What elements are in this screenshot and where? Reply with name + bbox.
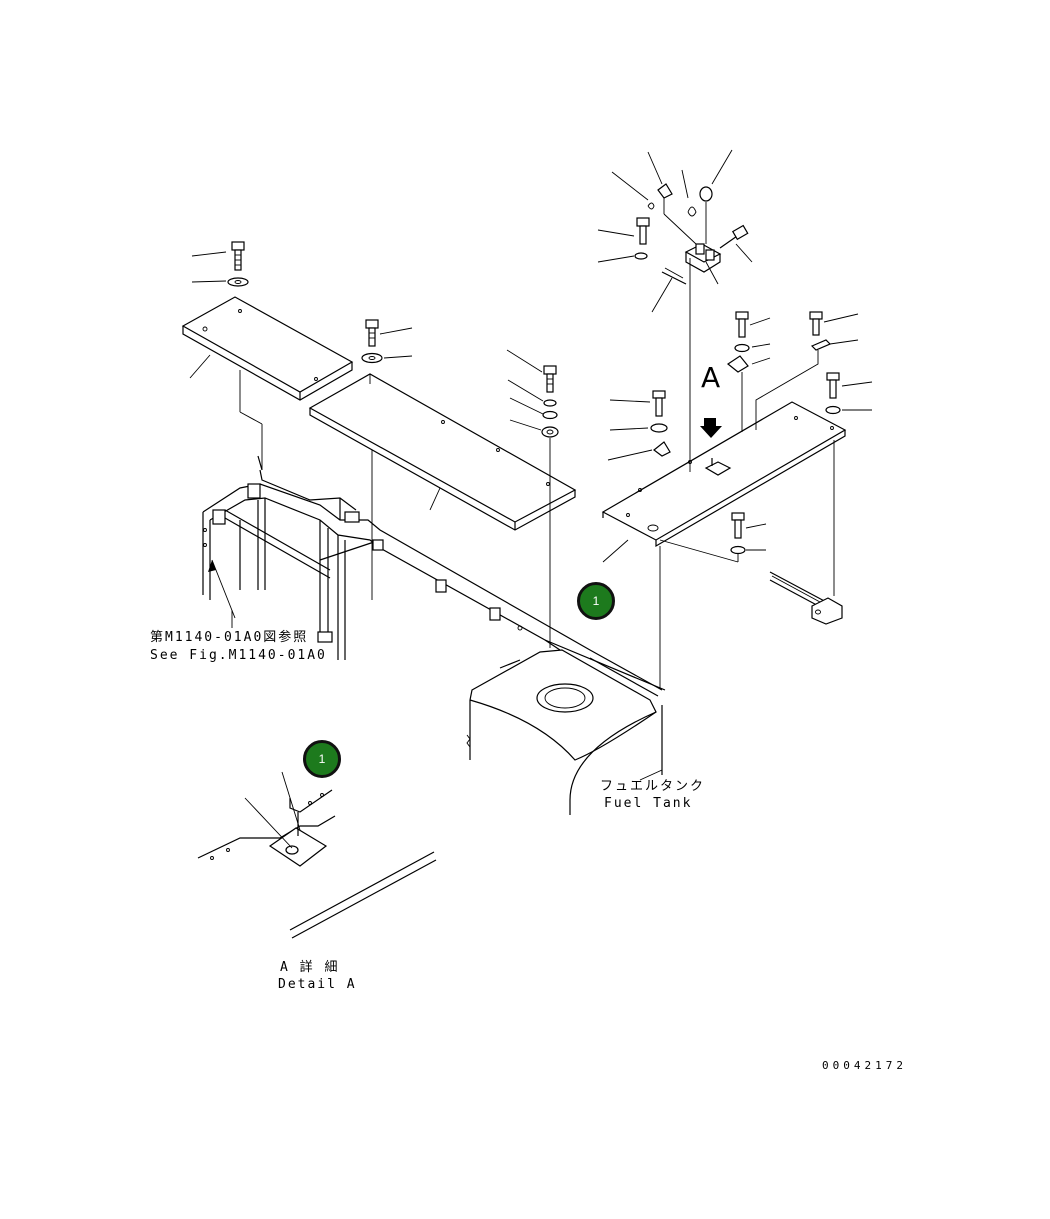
callout-marker-1[interactable]: 1: [577, 582, 615, 620]
fuel-tank-label-jp: フュエルタンク: [600, 779, 706, 794]
right-cover-plate: [601, 258, 847, 688]
callout-number: 1: [592, 594, 600, 608]
left-bolt-washer: [191, 241, 249, 287]
lower-right-bar: [769, 571, 843, 625]
latch-assembly: [597, 149, 753, 313]
left-cover-plate: [181, 296, 354, 401]
drawing-number: 00042172: [822, 1059, 907, 1072]
detail-a-bracket: [704, 458, 732, 476]
middle-bolt-washer: [361, 319, 413, 364]
view-letter: A: [701, 361, 721, 394]
middle-cover-plate: [308, 373, 577, 531]
fuel-tank: [466, 649, 663, 815]
detail-a-title-en: Detail A: [278, 977, 357, 992]
right-bolts: [607, 311, 873, 563]
bolt-stack-center: [506, 349, 559, 648]
ref-note-jp: 第M1140-01A0図参照: [150, 630, 309, 645]
fuel-tank-label-en: Fuel Tank: [604, 796, 693, 811]
callout-number: 1: [318, 752, 326, 766]
view-a-arrow-icon: [700, 418, 722, 438]
frame-structure: [202, 370, 666, 697]
ref-note-en: See Fig.M1140-01A0: [150, 648, 327, 663]
detail-a-view: [197, 771, 437, 939]
callout-marker-1-detail[interactable]: 1: [303, 740, 341, 778]
detail-a-title-jp: A 詳 細: [280, 960, 340, 975]
